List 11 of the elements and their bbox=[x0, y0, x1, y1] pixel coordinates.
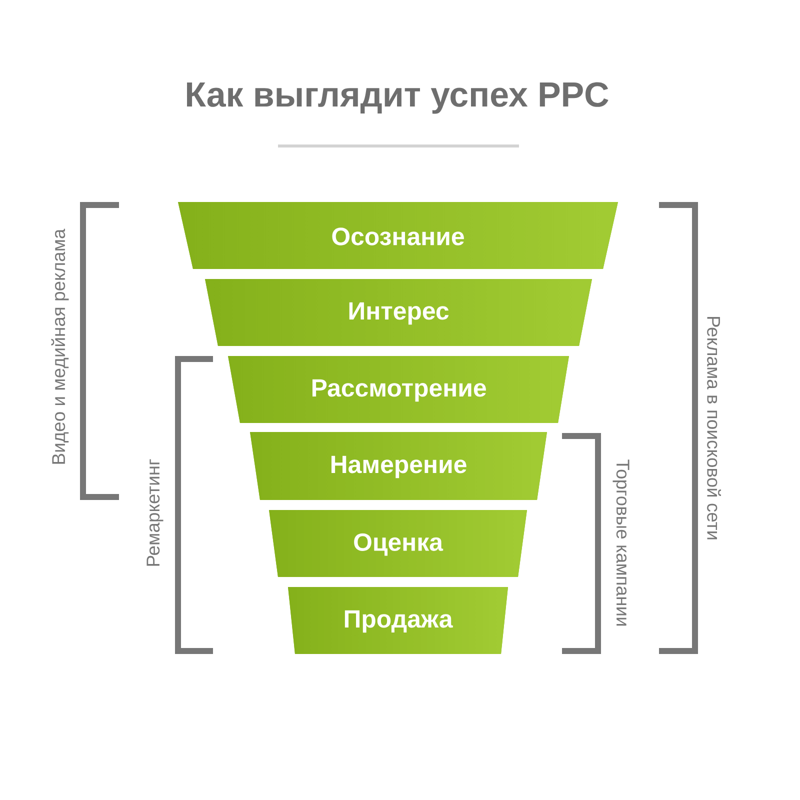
funnel-stage: Рассмотрение bbox=[228, 356, 569, 423]
bracket-label: Реклама в поисковой сети bbox=[707, 316, 721, 540]
bracket-label: Ремаркетинг bbox=[146, 459, 164, 566]
title: Как выглядит успех PPC bbox=[187, 82, 608, 114]
funnel-stage: Интерес bbox=[205, 279, 592, 346]
bracket-label: Видео и медийная реклама bbox=[51, 228, 69, 464]
funnel-stage: Осознание bbox=[178, 202, 618, 269]
funnel-stage: Оценка bbox=[269, 510, 527, 577]
bracket-label: Торговые кампании bbox=[612, 460, 630, 626]
funnel-stage: Намерение bbox=[250, 432, 547, 500]
funnel-stage: Продажа bbox=[288, 587, 508, 654]
